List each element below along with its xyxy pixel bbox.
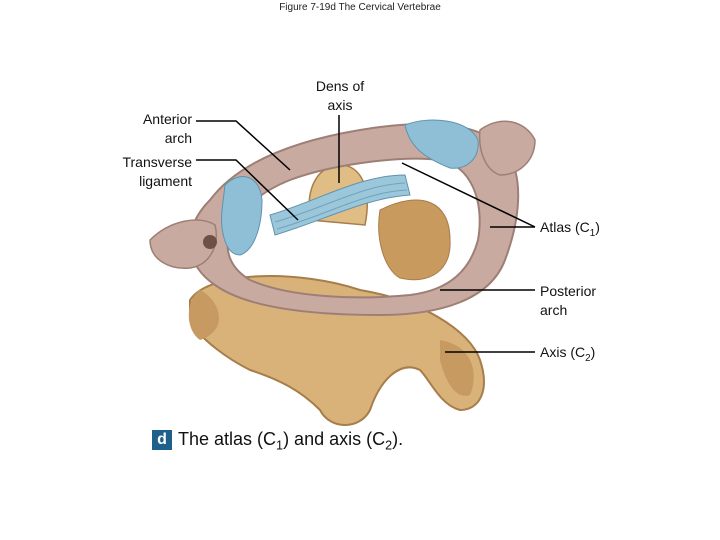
superior-facet-left xyxy=(221,176,263,256)
label-axis: Axis (C2) xyxy=(540,344,596,364)
panel-badge: d xyxy=(152,430,172,450)
superior-facet-right xyxy=(404,119,479,169)
atlas-leader-1 xyxy=(401,162,536,228)
leader-lines xyxy=(196,115,536,353)
label-transverse-ligament: Transverse ligament xyxy=(122,154,192,189)
figure-title: Figure 7-19d The Cervical Vertebrae xyxy=(279,2,441,13)
transverse-ligament-leader xyxy=(196,159,299,221)
label-dens-of-axis: Dens of axis xyxy=(315,78,365,113)
anterior-arch-leader xyxy=(196,120,291,171)
label-posterior-arch: Posterior arch xyxy=(540,283,597,318)
label-anterior-arch: Anterior arch xyxy=(142,111,192,146)
label-atlas: Atlas (C1) xyxy=(540,219,600,239)
atlas-ring xyxy=(188,123,520,317)
